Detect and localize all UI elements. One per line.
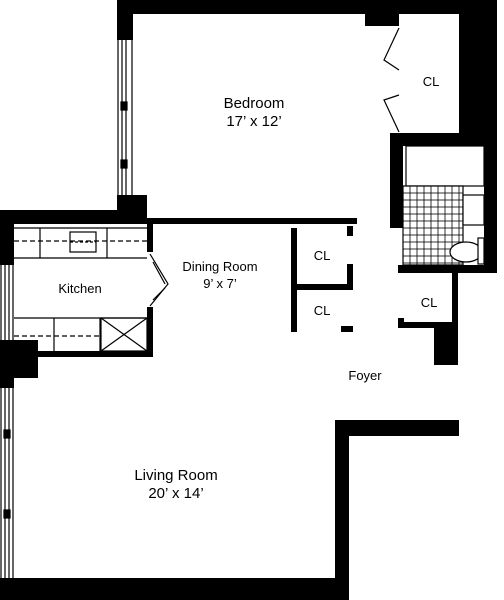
living-room-window [0,388,14,578]
bathroom-fixtures [402,145,485,266]
wall [147,218,357,224]
kitchen-fixtures [14,227,148,352]
wall [484,143,497,271]
wall [365,14,399,26]
room-labels: Bedroom 17’ x 12’ CL Dining Room 9’ x 7’… [58,74,439,502]
vanity-icon [462,194,485,226]
kitchen-bifold-door [149,253,169,307]
wall [0,578,349,600]
bedroom-name: Bedroom [224,95,285,112]
wall [398,322,456,328]
kitchen-window [0,265,14,340]
bedroom-window [117,40,133,195]
wall [147,218,153,252]
bedroom-size: 17’ x 12’ [226,113,281,130]
wall [452,265,458,365]
kitchen-upper-counter [14,227,147,259]
wall [38,351,153,357]
wall [347,226,353,236]
bathtub-icon [405,145,485,187]
wall [0,340,14,388]
wall [434,322,458,365]
wall [390,133,497,146]
wall [117,0,133,40]
wall [117,195,147,213]
wall [0,210,14,265]
living-room-size: 20’ x 14’ [148,485,203,502]
dining-room-name: Dining Room [182,259,257,274]
doors [149,27,400,307]
kitchen-name: Kitchen [58,281,101,296]
wall [335,420,349,600]
foyer-name: Foyer [348,368,382,383]
wall [341,326,353,332]
wall [291,284,353,290]
wall [390,133,403,228]
dining-room-size: 9’ x 7’ [203,276,237,291]
wall [347,264,353,290]
hall-closet-lower-label: CL [314,303,331,318]
wall [398,265,497,273]
wall [459,0,497,143]
wall [117,0,497,14]
bedroom-closet-label: CL [423,74,440,89]
bedroom-closet-doors [383,27,400,133]
kitchen-lower-counter [14,317,148,352]
hall-closet-upper-label: CL [314,248,331,263]
windows [0,40,133,578]
wall [147,307,153,357]
wall [335,420,459,436]
living-room-name: Living Room [134,467,217,484]
toilet-icon [449,241,483,263]
wall [291,228,297,332]
wall [0,210,147,224]
refrigerator-icon [100,317,148,352]
bath-closet-label: CL [421,295,438,310]
